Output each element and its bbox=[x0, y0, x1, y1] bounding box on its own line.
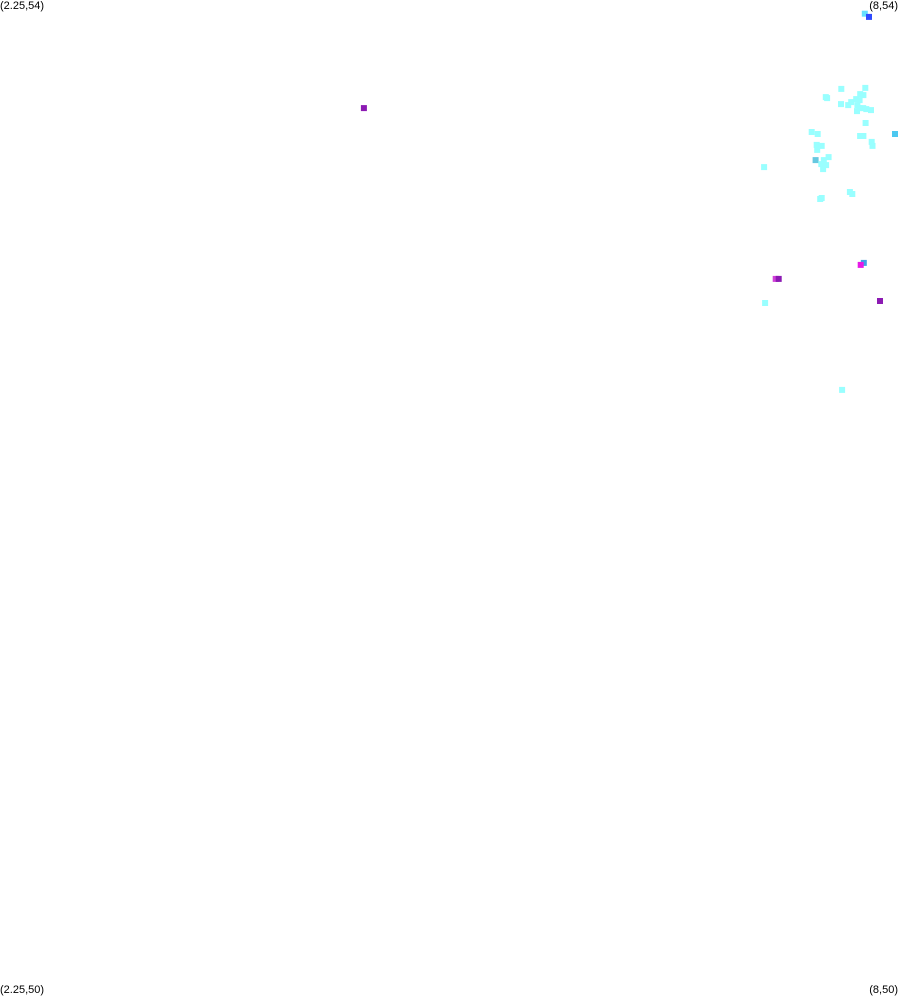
data-point-5 bbox=[838, 85, 845, 92]
data-point-30 bbox=[823, 162, 830, 169]
data-point-37 bbox=[761, 164, 768, 171]
data-point-25 bbox=[814, 146, 821, 153]
data-point-1 bbox=[866, 13, 872, 20]
data-point-18 bbox=[862, 120, 869, 126]
data-point-36 bbox=[892, 131, 898, 137]
data-point-7 bbox=[860, 92, 867, 99]
data-point-21 bbox=[808, 129, 815, 135]
corner-label-bottom-left: (2.25,50) bbox=[0, 984, 45, 996]
data-point-34 bbox=[868, 138, 875, 145]
data-point-6 bbox=[856, 97, 863, 104]
data-point-24 bbox=[818, 142, 825, 149]
corner-label-top-left: (2.25,54) bbox=[0, 0, 45, 12]
data-point-41 bbox=[818, 195, 825, 201]
data-points bbox=[360, 10, 898, 393]
data-point-4 bbox=[824, 95, 831, 102]
data-point-14 bbox=[853, 96, 860, 103]
data-point-26 bbox=[812, 157, 819, 164]
data-point-0 bbox=[861, 10, 868, 17]
data-point-15 bbox=[860, 105, 867, 112]
data-point-29 bbox=[825, 154, 832, 161]
corner-label-bottom-right: (8,50) bbox=[869, 984, 898, 996]
corner-label-top-right: (8,54) bbox=[869, 0, 898, 12]
data-point-48 bbox=[839, 386, 846, 393]
data-point-2 bbox=[360, 105, 367, 112]
data-point-9 bbox=[862, 84, 869, 91]
data-point-43 bbox=[857, 261, 864, 268]
data-point-20 bbox=[863, 106, 870, 113]
data-point-46 bbox=[877, 298, 883, 304]
data-point-17 bbox=[854, 108, 860, 115]
data-point-19 bbox=[868, 107, 874, 114]
data-point-31 bbox=[820, 166, 827, 173]
data-point-27 bbox=[818, 161, 825, 168]
data-point-28 bbox=[820, 157, 827, 164]
data-point-33 bbox=[860, 133, 867, 139]
data-point-32 bbox=[857, 133, 864, 139]
data-point-12 bbox=[848, 99, 855, 106]
data-point-22 bbox=[814, 131, 821, 137]
data-point-42 bbox=[860, 259, 867, 266]
data-point-35 bbox=[869, 142, 876, 149]
data-point-10 bbox=[857, 91, 864, 98]
data-point-47 bbox=[762, 300, 769, 306]
data-point-23 bbox=[813, 141, 820, 148]
data-point-39 bbox=[849, 191, 856, 197]
data-point-13 bbox=[838, 101, 844, 108]
data-point-45 bbox=[775, 275, 782, 282]
